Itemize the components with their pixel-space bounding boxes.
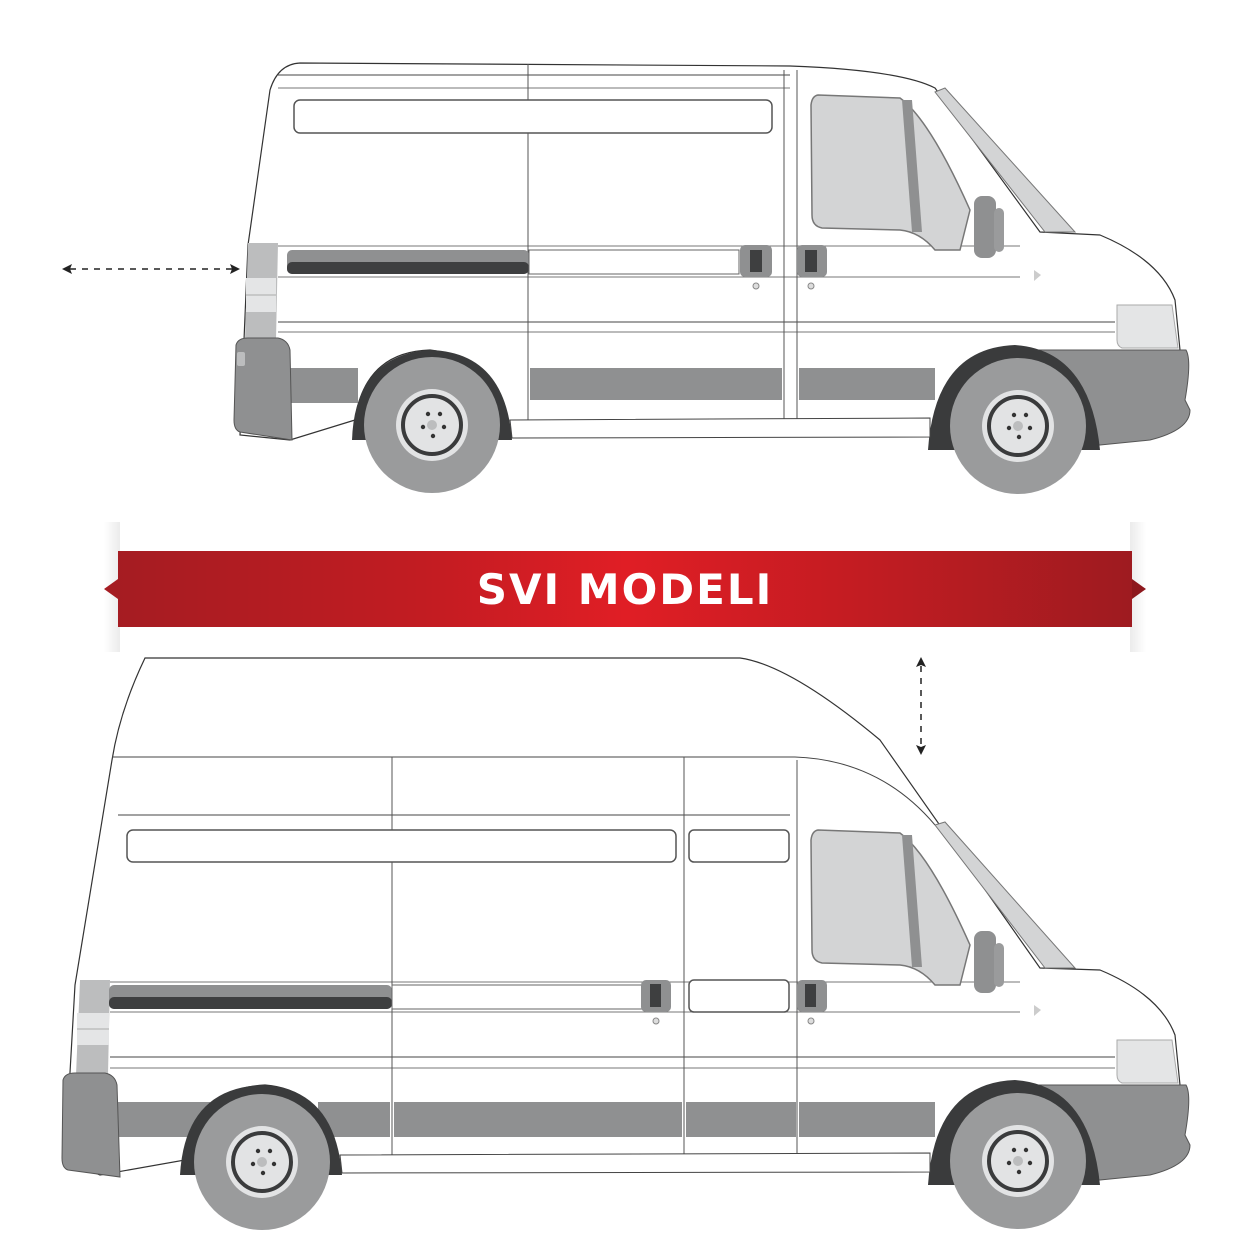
banner-notch-right: [1130, 551, 1146, 627]
van-standard-roof: [62, 62, 1191, 494]
van-high-roof: [61, 657, 1191, 1230]
height-arrow-icon: [916, 657, 926, 755]
length-arrow-icon: [62, 264, 240, 274]
banner-title: SVI MODELI: [476, 564, 774, 614]
models-banner[interactable]: SVI MODELI: [118, 551, 1132, 627]
banner-notch-left: [104, 551, 120, 627]
